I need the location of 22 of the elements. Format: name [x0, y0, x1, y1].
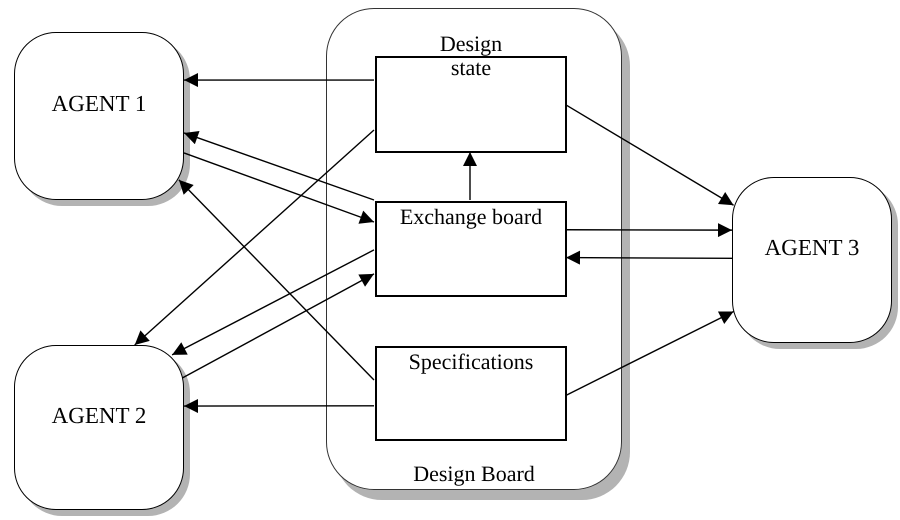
node-label: AGENT 3 [764, 235, 860, 261]
arrow [566, 310, 734, 396]
node-label: AGENT 1 [52, 91, 146, 117]
arrow [134, 129, 374, 346]
arrow [184, 399, 374, 414]
node-label: Design Board [412, 461, 536, 487]
arrow [566, 223, 732, 238]
node-label: Exchange board [398, 205, 544, 229]
module-box [375, 201, 567, 297]
arrow [184, 152, 374, 224]
arrow [184, 73, 374, 88]
arrow [184, 131, 374, 201]
arrow [172, 249, 374, 356]
arrow [566, 250, 732, 265]
node-label: Design state [438, 32, 504, 80]
arrow [566, 104, 734, 206]
arrow [463, 152, 477, 200]
node-label: Specifications [408, 350, 534, 374]
node-label: AGENT 2 [52, 402, 146, 428]
arrow [178, 179, 374, 380]
arrow [182, 273, 374, 379]
module-box [375, 346, 567, 441]
